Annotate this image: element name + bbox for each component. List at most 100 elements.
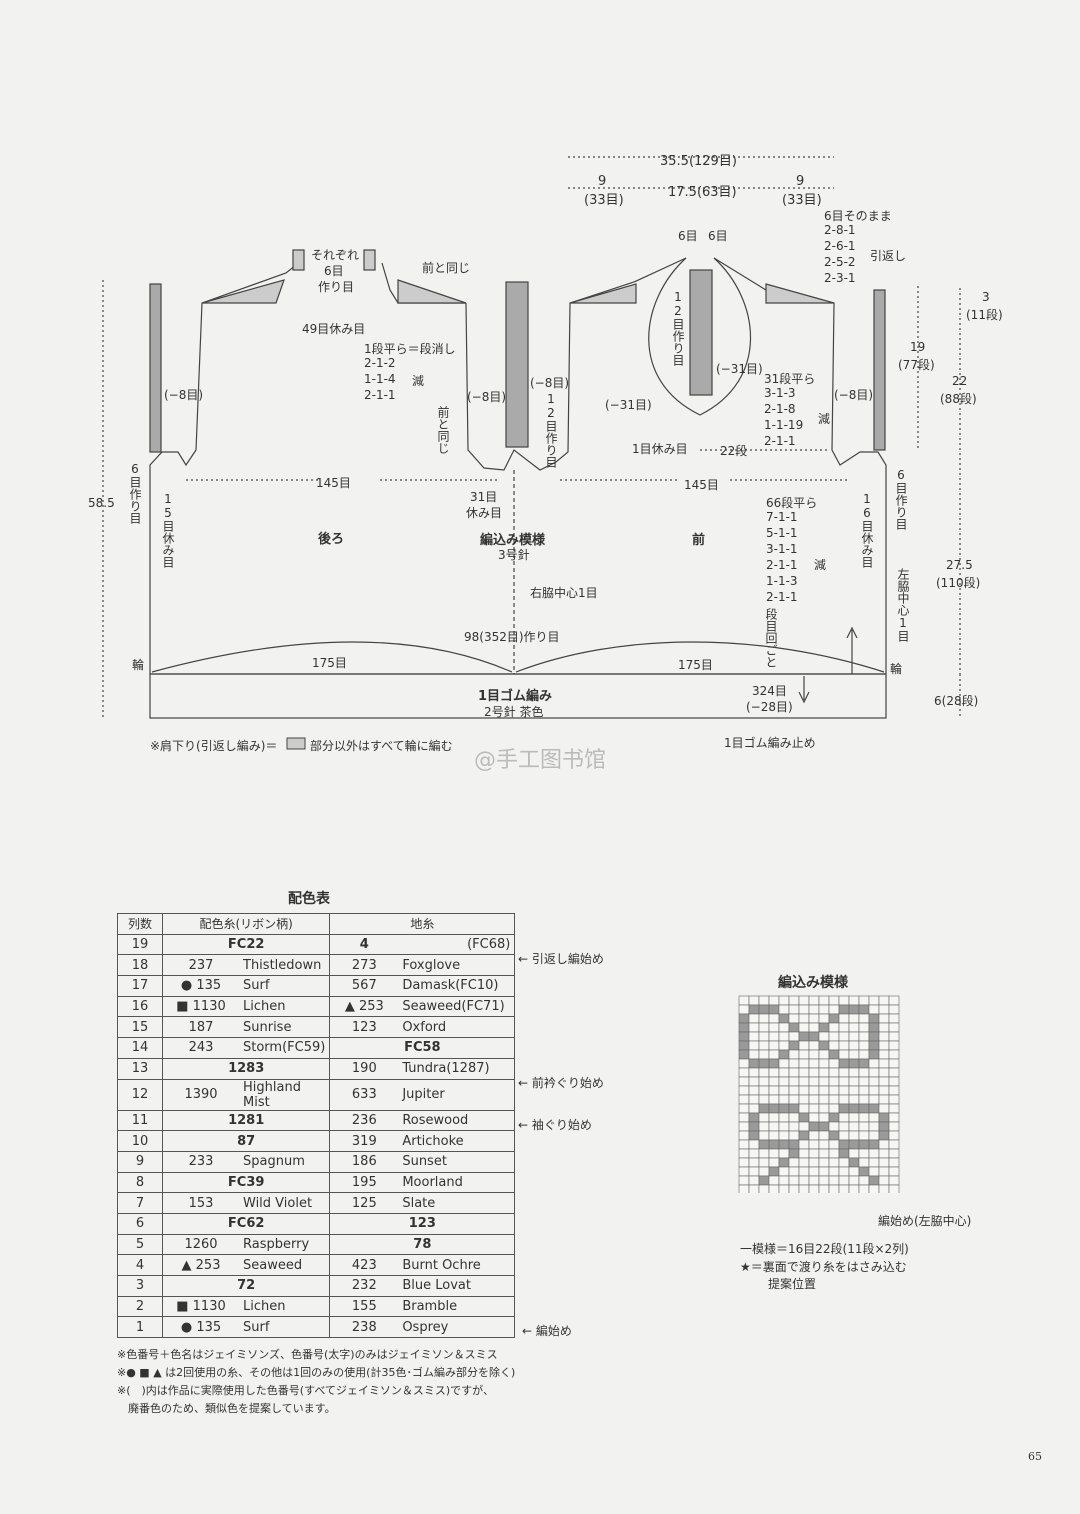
chart-cell xyxy=(778,1067,790,1078)
label-minus8-a: (−8目) xyxy=(164,388,204,402)
chart-cell xyxy=(818,1085,830,1096)
chart-cell xyxy=(828,1076,840,1087)
chart-cell xyxy=(878,1166,890,1177)
chart-cell xyxy=(838,1157,850,1168)
chart-cell xyxy=(778,1040,790,1051)
note-shoulder-a: ※肩下り(引返し編み)＝ xyxy=(150,739,278,753)
ground-name: Seaweed(FC71) xyxy=(398,995,516,1018)
chart-cell xyxy=(858,1121,870,1132)
chart-cell xyxy=(748,1148,760,1159)
label-neck-flat: 31段平ら xyxy=(764,372,816,386)
chart-cell xyxy=(868,1040,880,1051)
ground-color: 123 xyxy=(329,1212,516,1235)
ground-name: Rosewood xyxy=(398,1109,516,1132)
chart-cell xyxy=(888,1058,900,1069)
chart-cell xyxy=(818,1175,830,1186)
chart-cell xyxy=(828,1040,840,1051)
chart-cell xyxy=(858,1130,870,1141)
chart-cell xyxy=(748,1112,760,1123)
label-minus31-b: (−31目) xyxy=(605,398,652,412)
chart-cell xyxy=(838,1076,850,1087)
chart-cell xyxy=(758,1148,770,1159)
chart-cell xyxy=(748,1184,760,1193)
chart-cell xyxy=(738,1175,750,1186)
label-rib-sts-a: 324目 xyxy=(752,684,787,698)
chart-cell xyxy=(868,1076,880,1087)
chart-cell xyxy=(748,1058,760,1069)
label-needle3: 3号針 xyxy=(498,548,530,562)
footnote-3: ※( )内は作品に実際使用した色番号(すべてジェイミソン＆スミス)ですが、 xyxy=(117,1384,494,1397)
chart-cell xyxy=(878,1067,890,1078)
chart-cell xyxy=(748,1139,760,1150)
chart-cell xyxy=(888,1184,900,1193)
label-side-right: 右脇中心1目 xyxy=(530,586,598,600)
chart-cell xyxy=(868,1112,880,1123)
row-number: 13 xyxy=(117,1057,163,1080)
chart-cell xyxy=(798,1184,810,1193)
chart-cell xyxy=(778,1103,790,1114)
chart-cell xyxy=(768,1148,780,1159)
chart-cell xyxy=(798,1157,810,1168)
chart-cell xyxy=(828,1103,840,1114)
ground-name: Blue Lovat xyxy=(398,1275,516,1297)
chart-cell xyxy=(828,1013,840,1024)
ground-name: (FC68) xyxy=(398,933,516,956)
chart-cell xyxy=(838,1130,850,1141)
chart-cell xyxy=(798,995,810,1006)
label-hold-49: 49目休み目 xyxy=(302,322,366,336)
chart-cell xyxy=(808,1148,820,1159)
chart-cell xyxy=(738,1103,750,1114)
ground-number: 319 xyxy=(329,1130,399,1152)
chart-cell xyxy=(838,1058,850,1069)
ground-name: Tundra(1287) xyxy=(398,1057,516,1080)
row-number: 3 xyxy=(117,1275,163,1297)
row-number: 4 xyxy=(117,1254,163,1276)
dim-r22: 22 xyxy=(952,374,968,388)
side-dec-4: 2-1-1 xyxy=(766,558,798,572)
chart-cell xyxy=(778,1157,790,1168)
chart-cell xyxy=(858,1166,870,1177)
accent-name: Raspberry xyxy=(239,1233,331,1256)
chart-cell xyxy=(758,1094,770,1105)
chart-cell xyxy=(748,1004,760,1015)
ground-number: 123 xyxy=(329,1016,399,1039)
accent-name: Surf xyxy=(239,1316,331,1339)
chart-cell xyxy=(818,1166,830,1177)
chart-cell xyxy=(788,1058,800,1069)
ground-name: Oxford xyxy=(398,1016,516,1039)
chart-star-note-b: 提案位置 xyxy=(768,1277,817,1291)
chart-cell xyxy=(888,1031,900,1042)
label-175-right: 175目 xyxy=(678,658,713,672)
label-minus8-b: (−8目) xyxy=(467,390,507,404)
label-minus8-d: (−8目) xyxy=(834,388,874,402)
chart-cell xyxy=(848,1049,860,1060)
chart-cell xyxy=(888,1022,900,1033)
ground-number: ▲ 253 xyxy=(329,995,399,1018)
ground-number: 125 xyxy=(329,1192,399,1214)
chart-cell xyxy=(878,1058,890,1069)
chart-cell xyxy=(738,1049,750,1060)
side-dec-3: 3-1-1 xyxy=(766,542,798,556)
chart-cell xyxy=(858,1076,870,1087)
chart-cell xyxy=(858,995,870,1006)
accent-number: 187 xyxy=(162,1016,239,1039)
row-number: 18 xyxy=(117,954,163,977)
chart-cell xyxy=(768,1076,780,1087)
ground-color: FC58 xyxy=(329,1037,516,1059)
chart-cell xyxy=(828,1148,840,1159)
chart-cell xyxy=(848,1094,860,1105)
chart-cell xyxy=(878,1139,890,1150)
chart-cell xyxy=(758,1112,770,1123)
accent-number: ■ 1130 xyxy=(162,1295,239,1318)
chart-cell xyxy=(748,1175,760,1186)
chart-cell xyxy=(848,1031,860,1042)
chart-cell xyxy=(848,1013,860,1024)
chart-cell xyxy=(768,1130,780,1141)
dim-height-total: 58.5 xyxy=(88,496,115,510)
chart-cell xyxy=(848,1058,860,1069)
chart-cell xyxy=(818,1103,830,1114)
chart-cell xyxy=(778,1031,790,1042)
